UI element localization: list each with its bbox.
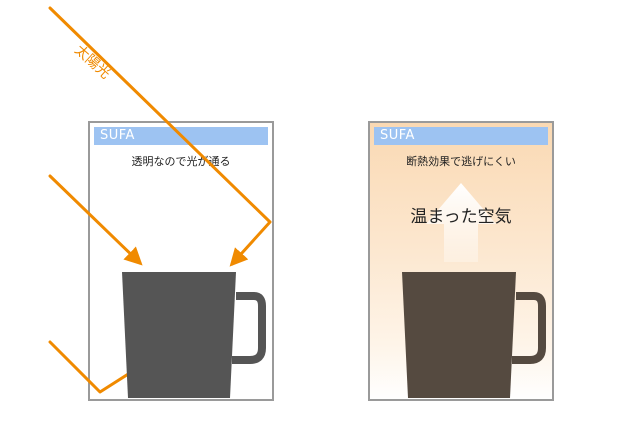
panel-caption: 断熱効果で逃げにくい bbox=[406, 155, 516, 168]
mug-left bbox=[122, 272, 266, 398]
brand-bar: SUFA bbox=[374, 127, 548, 145]
sunlight-ray-side bbox=[48, 174, 143, 266]
warm-air-arrow bbox=[426, 183, 496, 262]
mug-right bbox=[402, 272, 546, 398]
sunlight-ray-main bbox=[48, 6, 272, 267]
warm-air-label: 温まった空気 bbox=[410, 207, 512, 227]
